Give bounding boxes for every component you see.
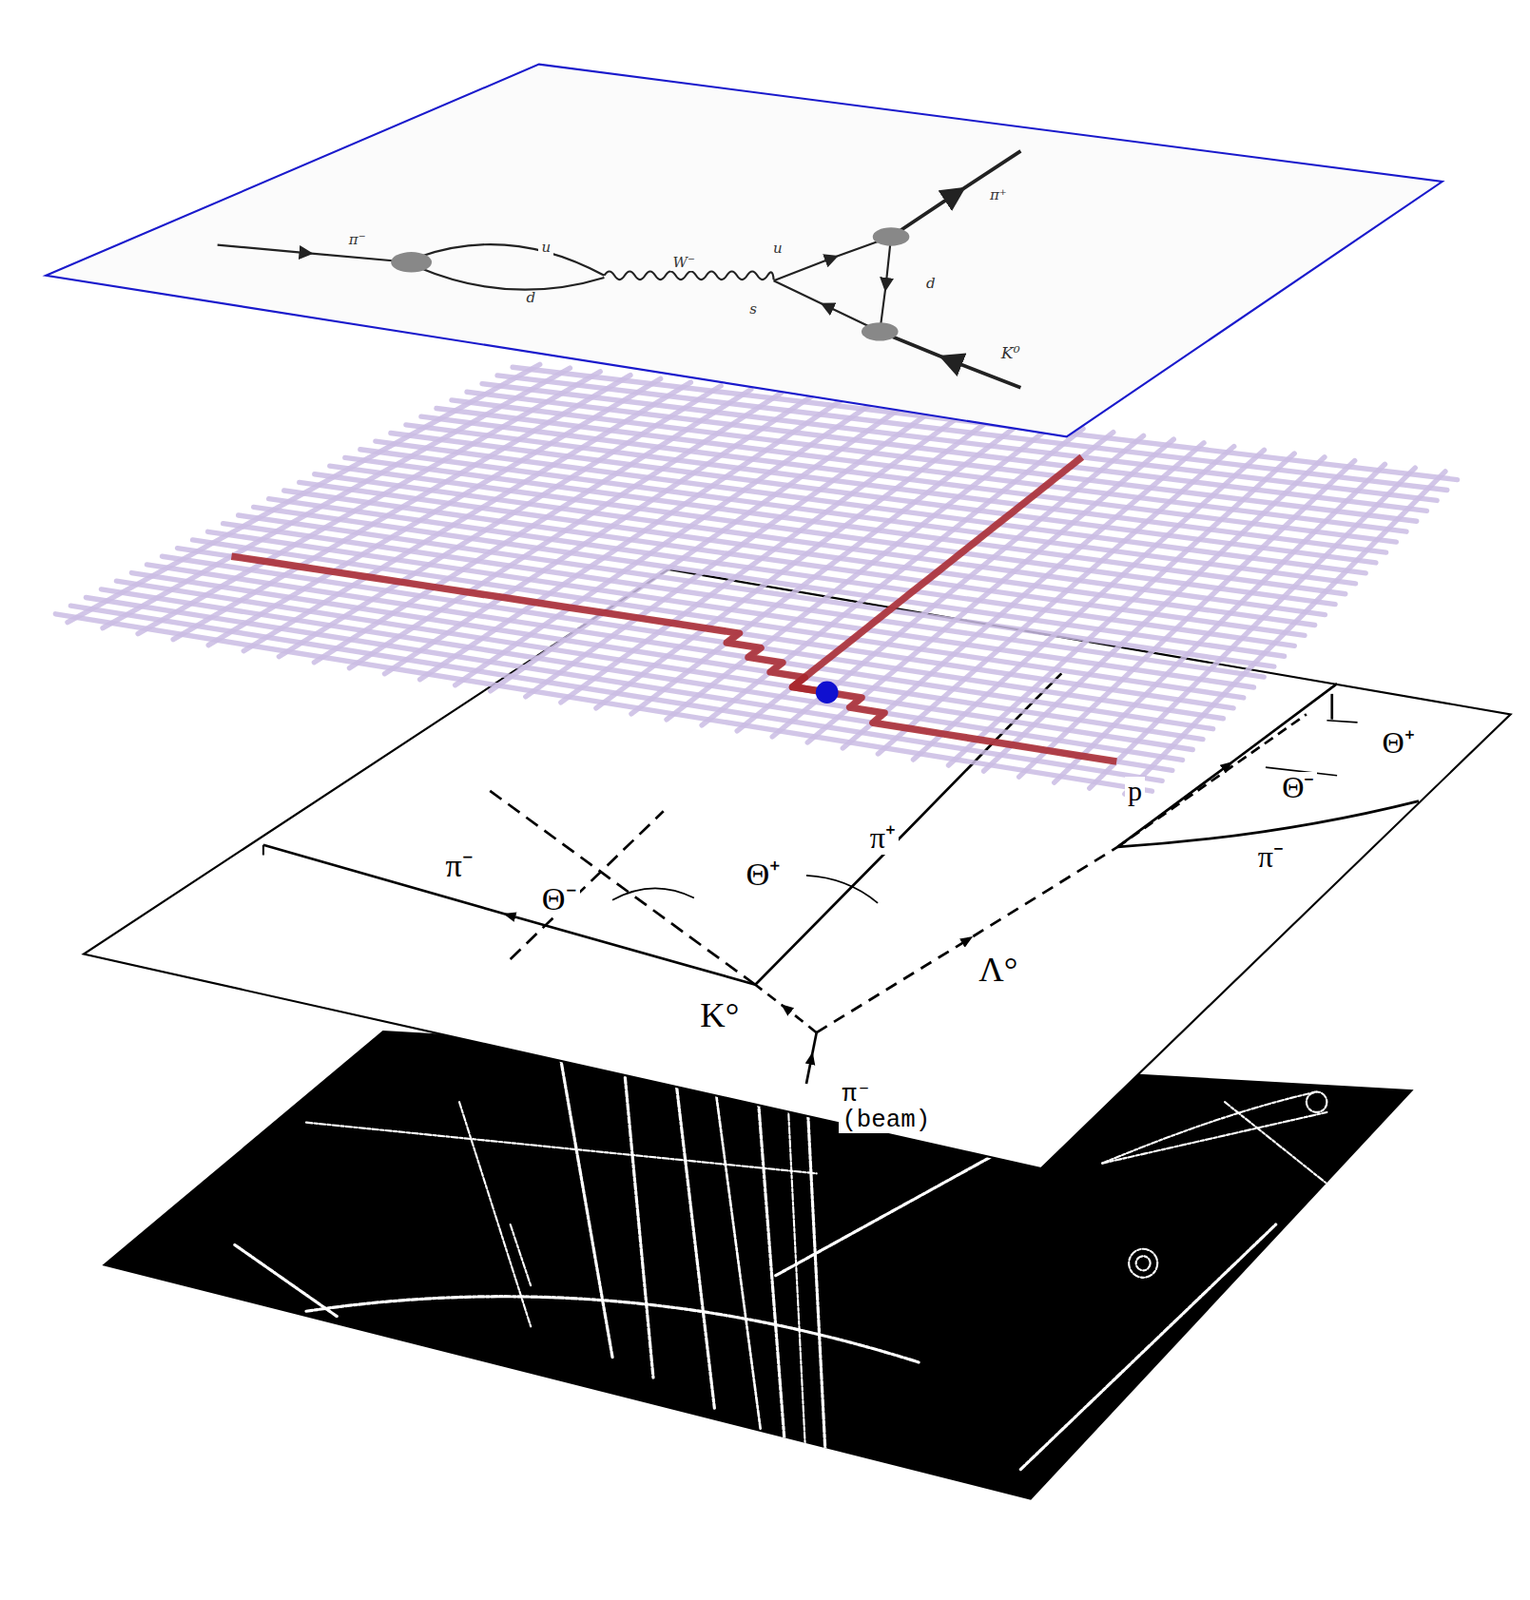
grid-tube	[1054, 464, 1386, 783]
feynman-diagram	[45, 64, 1442, 438]
particle-label: u	[770, 241, 786, 257]
particle-label: π⁻ (beam)	[838, 1082, 968, 1134]
particle-label: π⁺	[867, 822, 899, 855]
red-path	[792, 457, 1082, 694]
lattice-grid	[55, 364, 1457, 795]
grid-tube	[1124, 471, 1446, 795]
particle-label: K⁰	[998, 344, 1024, 362]
particle-label: s	[746, 302, 760, 318]
red-path	[231, 556, 827, 693]
particle-label: d	[923, 276, 939, 292]
event-sketch	[83, 569, 1511, 1169]
particle-label: W⁻	[670, 255, 698, 272]
particle-label: π⁻	[346, 232, 369, 249]
particle-label: d	[522, 290, 539, 307]
grid-tube	[1089, 467, 1415, 789]
particle-label: Θ⁺	[743, 856, 785, 891]
particle-label: π⁻	[442, 848, 476, 883]
particle-label: Λ°	[975, 951, 1021, 988]
particle-label: π⁺	[987, 188, 1010, 204]
particle-label: K°	[697, 997, 742, 1034]
particle-label: π⁻	[1255, 841, 1287, 874]
vertex-dot	[815, 680, 839, 704]
particle-label: u	[538, 240, 554, 256]
particle-label: Θ⁻	[1278, 772, 1317, 805]
particle-label: p	[1124, 776, 1145, 808]
particle-label: Θ⁺	[1378, 727, 1417, 760]
particle-label: Θ⁻	[539, 881, 581, 916]
red-path	[827, 692, 1118, 762]
